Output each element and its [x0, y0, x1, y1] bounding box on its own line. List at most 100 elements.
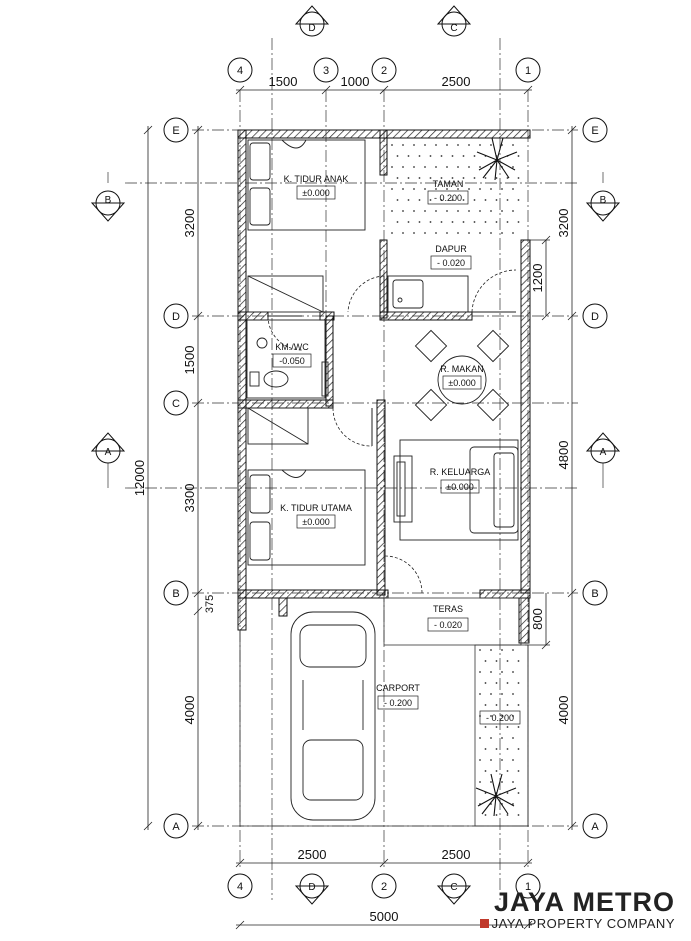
section-label-A-right: A [600, 447, 607, 458]
section-label-C-top: C [450, 23, 457, 34]
dim-bottom-2500-right: 2500 [442, 847, 471, 862]
garden-dot [391, 188, 393, 190]
garden-dot [424, 166, 426, 168]
dim-top-1000: 1000 [341, 74, 370, 89]
garden-dot [451, 199, 454, 201]
garden-dot [468, 232, 470, 234]
garden-dot [512, 232, 514, 234]
garden-dot [479, 649, 481, 651]
garden-dot [490, 210, 492, 212]
garden-dot [512, 715, 514, 717]
garden-dot [457, 166, 459, 168]
garden-dot [446, 166, 448, 168]
garden-dot [517, 792, 520, 794]
garden-dot [446, 232, 448, 234]
grid-label-E-right: E [591, 125, 598, 137]
garden-dot [506, 221, 509, 223]
garden-dot [413, 144, 415, 146]
garden-dot [501, 649, 503, 651]
garden-dot [506, 748, 509, 750]
garden-dot [473, 155, 476, 157]
garden-dot [479, 671, 481, 673]
dim-right-4000: 4000 [556, 696, 571, 725]
garden-dot [462, 221, 465, 223]
room-level-keluarga: ±0.000 [446, 482, 473, 492]
garden-dot [440, 221, 443, 223]
garden-dot [473, 177, 476, 179]
garden-dot [462, 199, 465, 201]
garden-dot [501, 781, 503, 783]
grid-label-2-bottom: 2 [381, 881, 387, 893]
section-markers-lines [107, 172, 604, 488]
brand-subtitle: JAYA PROPERTY COMPANY [479, 916, 675, 931]
garden-dot [512, 649, 514, 651]
garden-dot [402, 232, 404, 234]
garden-dot [479, 737, 481, 739]
room-name-keluarga: R. KELUARGA [430, 467, 491, 477]
garden-dot [468, 210, 470, 212]
dim-bottom-5000: 5000 [370, 909, 399, 924]
garden-dot [495, 748, 498, 750]
garden-dot [413, 166, 415, 168]
garden-dot [517, 770, 520, 772]
garden-dot [462, 155, 465, 157]
garden-dot [457, 144, 459, 146]
garden-dot [495, 660, 498, 662]
garden-dot [418, 177, 421, 179]
garden-dot [451, 177, 454, 179]
garden-dot [402, 210, 404, 212]
garden-dot [512, 781, 514, 783]
garden-dot [517, 660, 520, 662]
garden-dot [457, 232, 459, 234]
garden-dot [512, 737, 514, 739]
garden-dot [484, 748, 487, 750]
grid-label-B-left: B [172, 588, 179, 600]
dim-left-3200: 3200 [182, 209, 197, 238]
garden-dot [512, 671, 514, 673]
garden-dot [501, 715, 503, 717]
grid-label-1-bottom: 1 [525, 881, 531, 893]
garden-dot [501, 210, 503, 212]
garden-dot [517, 221, 520, 223]
garden-dot [484, 221, 487, 223]
garden-dot [501, 737, 503, 739]
garden-dot [424, 210, 426, 212]
garden-dot [517, 199, 520, 201]
garden-dot [457, 210, 459, 212]
dim-left-12000: 12000 [132, 460, 147, 496]
garden-dot [517, 155, 520, 157]
section-label-B-right: B [600, 195, 607, 206]
grid-bubble-labels: 4 3 2 1 4 2 1 E D C B A E D B A D C D C … [105, 23, 607, 893]
garden-dot [517, 748, 520, 750]
garden-dot [495, 199, 498, 201]
garden-dot [407, 155, 410, 157]
room-level-garden-side: - 0.200 [486, 713, 514, 723]
garden-dot [512, 166, 514, 168]
grid-label-E-left: E [172, 125, 179, 137]
garden-dot [413, 188, 415, 190]
garden-dot [402, 188, 404, 190]
garden-dot [440, 199, 443, 201]
garden-dot [468, 166, 470, 168]
room-level-taman: - 0.200 [434, 193, 462, 203]
garden-dot [446, 210, 448, 212]
room-name-tidur-utama: K. TIDUR UTAMA [280, 503, 352, 513]
dim-right-1200: 1200 [530, 264, 545, 293]
grid-label-D-right: D [591, 311, 599, 323]
section-label-B-left: B [105, 195, 112, 206]
dim-left-3300: 3300 [182, 484, 197, 513]
dim-right-800: 800 [530, 608, 545, 630]
garden-dot [435, 144, 437, 146]
garden-dot [495, 177, 498, 179]
room-level-kmwc: -0.050 [279, 356, 305, 366]
garden-dot [446, 144, 448, 146]
garden-dot [468, 188, 470, 190]
brand-sub-text: JAYA PROPERTY COMPANY [491, 916, 675, 931]
room-name-makan: R. MAKAN [440, 364, 484, 374]
garden-dot [484, 177, 487, 179]
garden-dot [479, 759, 481, 761]
garden-dot [391, 232, 393, 234]
garden-dot [396, 221, 399, 223]
dim-left-1500: 1500 [182, 346, 197, 375]
garden-dot [512, 210, 514, 212]
